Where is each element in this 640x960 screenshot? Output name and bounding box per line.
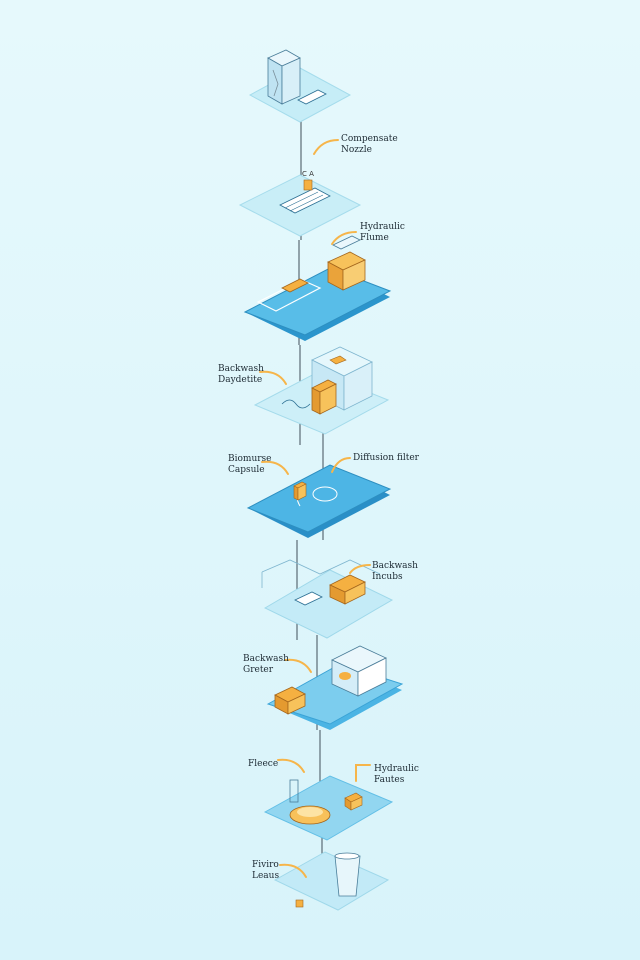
arrow [261,460,289,475]
stage-label-diffusion-filter: Diffusion filter [353,453,419,463]
arrow [349,564,371,574]
arrow [277,758,305,773]
stage-platform-4 [253,346,390,435]
stage-label-backwash-incubs: Backwash Incubs [372,561,418,582]
arrow [331,457,351,473]
arrow [313,139,339,155]
arrow [331,231,357,245]
stage-platform-5 [246,464,392,538]
stage-label-fiviro-leaus: Fiviro Leaus [252,860,280,881]
stage-platform-8 [263,775,394,841]
label-arrows [259,139,371,878]
stage-label-backwash-greter: Backwash Greter [243,654,289,675]
stage-platform-9 [273,851,390,911]
stage-platform-1 [248,49,352,123]
stage-label-fleece: Fleece [248,759,279,769]
stage-platform-2: C A [238,170,362,237]
svg-text:C A: C A [302,170,314,178]
stage-label-backwash-daydetite: Backwash Daydetite [218,364,264,385]
stage-label-hydraulic-fautes: Hydraulic Fautes [374,764,419,785]
arrow [355,763,371,782]
stage-platform-3 [243,235,392,341]
stage-platform-7 [266,645,404,730]
stage-platform-6 [261,559,394,639]
stage-label-hydraulic-flume: Hydraulic Flume [360,222,405,243]
stage-label-biomurse-capsule: Biomurse Capsule [228,454,272,475]
arrow [259,370,287,385]
arrow [279,863,307,878]
stage-label-compensate-nozzle: Compensate Nozzle [341,134,398,155]
arrow [284,658,312,673]
